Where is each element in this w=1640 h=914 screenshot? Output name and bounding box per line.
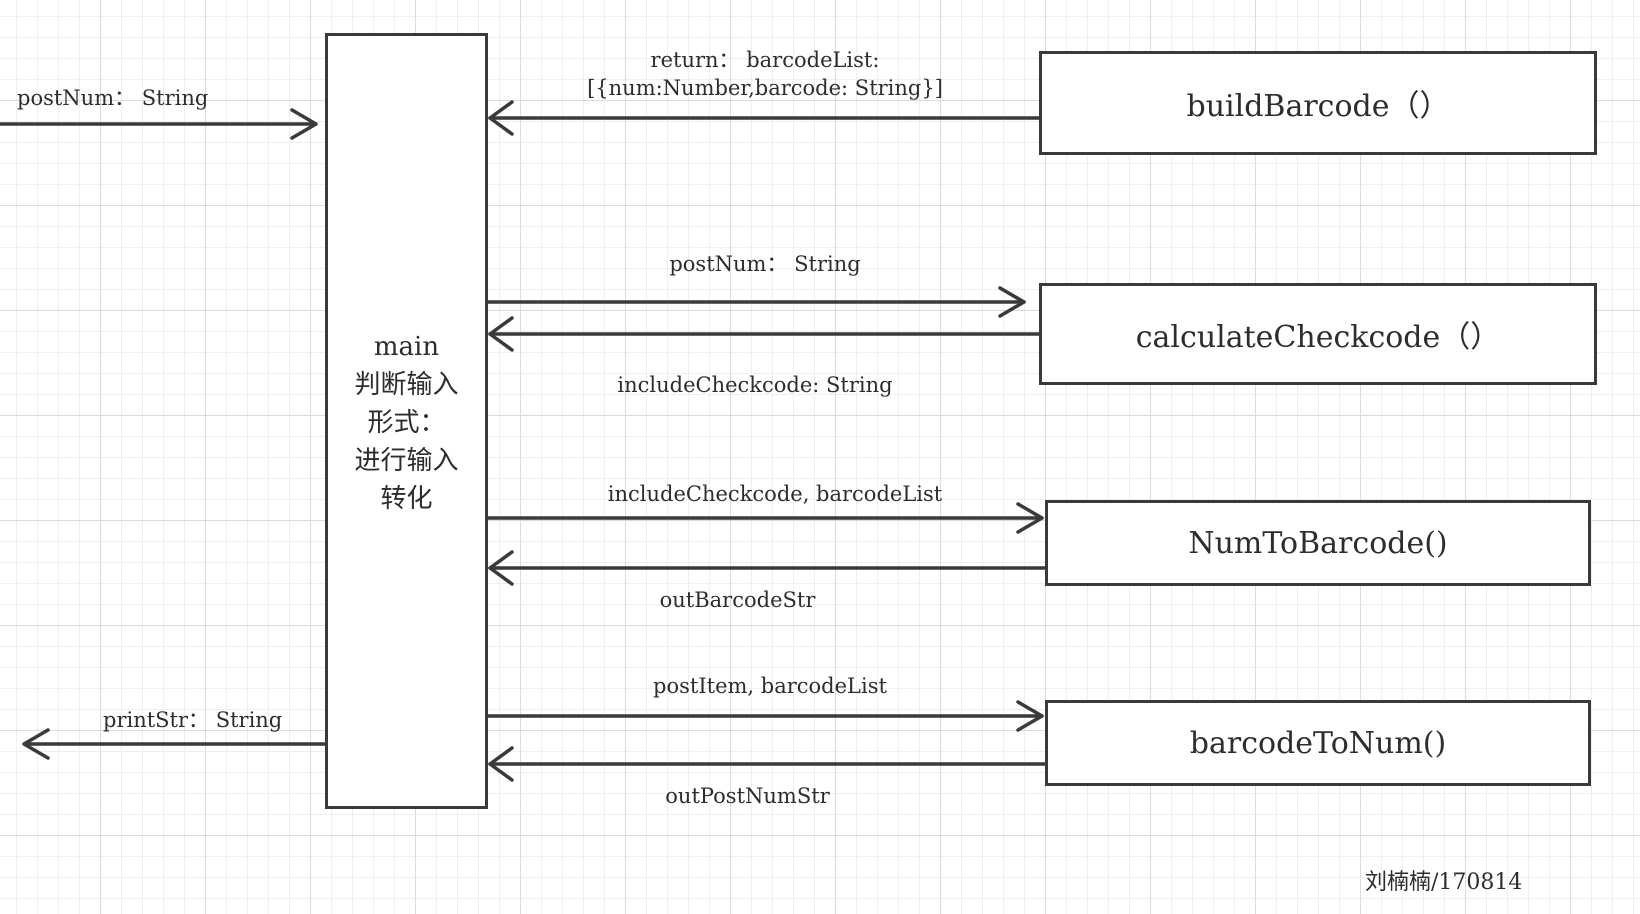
barcode-to-num-label: barcodeToNum() [1189,725,1447,761]
arrow-num-to-barcode-in [486,502,1044,534]
main-label: main 判断输入 形式： 进行输入 转化 [325,328,488,518]
author-credit: 刘楠楠/170814 [1365,870,1523,895]
arrow-build-barcode-return [488,100,1042,136]
build-barcode-label: buildBarcode（） [1186,89,1450,124]
edge-label-b2n-out: outPostNumStr [665,784,830,808]
main-line-3: 进行输入 [354,446,459,476]
num-to-barcode-label: NumToBarcode() [1188,525,1448,561]
calculate-checkcode-box: calculateCheckcode（） [1039,283,1597,385]
arrow-output-printstr [22,728,327,760]
edge-label-build-return-1: return： barcodeList: [650,48,880,72]
arrow-barcode-to-num-in [486,700,1044,732]
edge-label-calc-in: postNum： String [669,252,861,276]
edge-label-input: postNum： String [17,86,209,110]
arrow-input-postnum [0,108,318,140]
calculate-checkcode-label: calculateCheckcode（） [1135,320,1501,355]
edge-label-n2b-out: outBarcodeStr [659,588,816,612]
main-line-2: 形式： [367,408,446,438]
barcode-to-num-box: barcodeToNum() [1045,700,1591,786]
arrow-calc-checkcode-in [486,286,1026,318]
edge-label-output: printStr： String [103,708,283,732]
arrow-num-to-barcode-out [488,550,1048,586]
arrow-calc-checkcode-out [488,316,1042,352]
arrow-barcode-to-num-out [488,746,1048,782]
main-box [325,33,488,809]
build-barcode-box: buildBarcode（） [1039,51,1597,155]
num-to-barcode-box: NumToBarcode() [1045,500,1591,586]
main-name: main [373,332,440,362]
edge-label-build-return-2: [{num:Number,barcode: String}] [587,76,943,100]
main-line-1: 判断输入 [354,370,459,400]
edge-label-b2n-in: postItem, barcodeList [653,674,887,698]
edge-label-calc-out: includeCheckcode: String [617,373,893,397]
edge-label-n2b-in: includeCheckcode, barcodeList [607,482,943,506]
main-line-4: 转化 [380,484,433,514]
